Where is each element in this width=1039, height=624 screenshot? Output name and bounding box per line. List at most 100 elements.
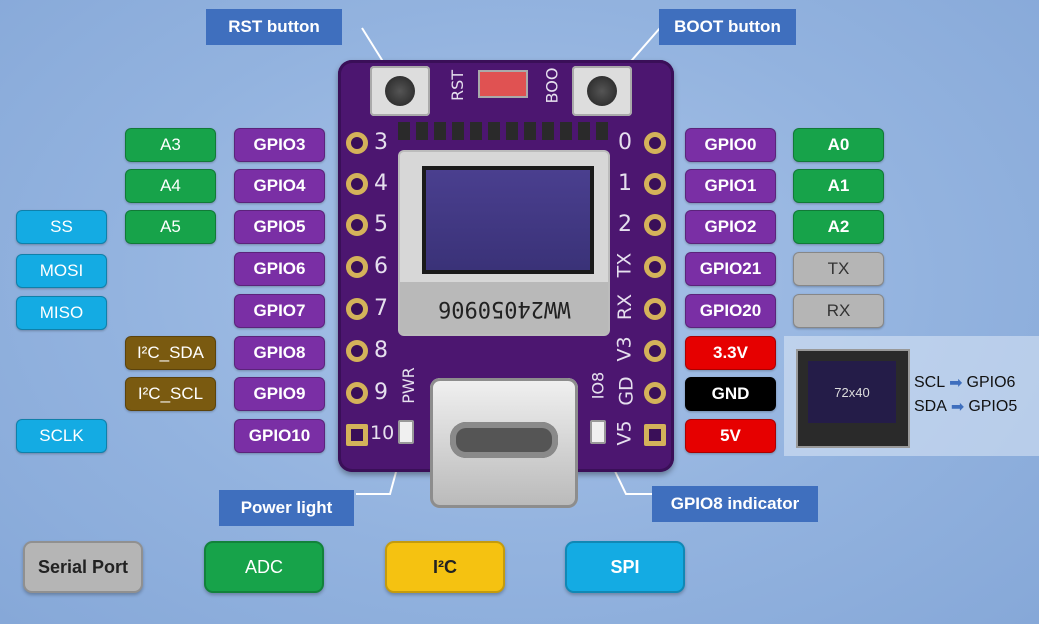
legend-i2c: I²C [385, 541, 505, 593]
rst-button-knob [385, 76, 415, 106]
pin-gpio9: GPIO9 [234, 377, 325, 411]
oled-resolution: 72x40 [834, 384, 870, 400]
pad-right-rx [644, 298, 666, 320]
pin-a4: A4 [125, 169, 216, 203]
header-strip [398, 122, 612, 140]
pad-right-v3 [644, 340, 666, 362]
pin-tx: TX [793, 252, 884, 286]
pin-gpio3: GPIO3 [234, 128, 325, 162]
pin-5v: 5V [685, 419, 776, 453]
pin-gpio1: GPIO1 [685, 169, 776, 203]
pad-right-0 [644, 132, 666, 154]
silk-num-3: 3 [374, 130, 388, 155]
pad-left-6 [346, 256, 368, 278]
pin-a1: A1 [793, 169, 884, 203]
pad-right-1 [644, 173, 666, 195]
oled-flex-cable: WW24050906 [400, 282, 608, 334]
silk-num-2: 2 [618, 212, 632, 237]
silk-num-4: 4 [374, 171, 388, 196]
pad-right-gd [644, 382, 666, 404]
boot-button-knob [587, 76, 617, 106]
silk-tx: TX [613, 252, 636, 278]
silk-num-5: 5 [374, 212, 388, 237]
pin-gpio10: GPIO10 [234, 419, 325, 453]
pin-gpio8: GPIO8 [234, 336, 325, 370]
pin-gpio2: GPIO2 [685, 210, 776, 244]
pad-right-tx [644, 256, 666, 278]
pin-gpio4: GPIO4 [234, 169, 325, 203]
silk-num-9: 9 [374, 380, 388, 405]
pin-rx: RX [793, 294, 884, 328]
pad-left-9 [346, 382, 368, 404]
pwr-silk-label: PWR [398, 367, 418, 404]
pin-gpio7: GPIO7 [234, 294, 325, 328]
sda-label: SDA [914, 398, 947, 415]
silk-v3: V3 [613, 336, 636, 362]
rst-button-callout: RST button [206, 9, 342, 45]
silk-num-1: 1 [618, 171, 632, 196]
pad-left-7 [346, 298, 368, 320]
rst-silk-label: RST [448, 69, 468, 102]
pad-right-v5 [644, 424, 666, 446]
pin-gnd: GND [685, 377, 776, 411]
pin-sclk: SCLK [16, 419, 107, 453]
legend-spi: SPI [565, 541, 685, 593]
pin-gpio20: GPIO20 [685, 294, 776, 328]
power-led [398, 420, 414, 444]
pin-a5: A5 [125, 210, 216, 244]
silk-num-6: 6 [374, 254, 388, 279]
pad-left-5 [346, 214, 368, 236]
oled-info-panel: 72x40 SCL ➡ GPIO6 SDA ➡ GPIO5 [784, 336, 1039, 456]
pin-miso: MISO [16, 296, 107, 330]
pin-i2c-scl: I²C_SCL [125, 377, 216, 411]
pad-left-3 [346, 132, 368, 154]
usb-c-connector [430, 378, 578, 508]
pin-gpio21: GPIO21 [685, 252, 776, 286]
pin-a3: A3 [125, 128, 216, 162]
legend-adc: ADC [204, 541, 324, 593]
silk-v5: V5 [613, 420, 636, 446]
oled-photo-screen: 72x40 [808, 361, 896, 423]
usb-c-slot [450, 422, 558, 458]
pin-gpio0: GPIO0 [685, 128, 776, 162]
gpio8-indicator-callout: GPIO8 indicator [652, 486, 818, 522]
pin-mosi: MOSI [16, 254, 107, 288]
boo-silk-label: BOO [542, 67, 562, 104]
pin-a0: A0 [793, 128, 884, 162]
pin-ss: SS [16, 210, 107, 244]
boot-button[interactable] [572, 66, 632, 116]
flex-code-label: WW24050906 [437, 295, 571, 321]
right-arrow-icon: ➡ [949, 375, 963, 392]
right-arrow-icon: ➡ [950, 399, 965, 416]
red-switch [478, 70, 528, 98]
oled-photo: 72x40 [796, 349, 910, 448]
boot-button-callout: BOOT button [659, 9, 796, 45]
silk-num-0: 0 [618, 130, 632, 155]
rst-button[interactable] [370, 66, 430, 116]
sda-mapping: SDA ➡ GPIO5 [914, 397, 1017, 417]
silk-num-10: 10 [370, 422, 395, 444]
pin-gpio6: GPIO6 [234, 252, 325, 286]
pin-i2c-sda: I²C_SDA [125, 336, 216, 370]
esp32-c3-board: RST BOO WW24050906 3 4 5 6 7 8 9 10 0 1 … [338, 60, 674, 508]
oled-module: WW24050906 [400, 152, 608, 334]
scl-mapping: SCL ➡ GPIO6 [914, 373, 1015, 393]
silk-num-7: 7 [374, 296, 388, 321]
pin-gpio5: GPIO5 [234, 210, 325, 244]
pin-a2: A2 [793, 210, 884, 244]
scl-label: SCL [914, 374, 946, 391]
oled-screen [422, 166, 594, 274]
silk-num-8: 8 [374, 338, 388, 363]
pad-right-2 [644, 214, 666, 236]
pad-left-8 [346, 340, 368, 362]
io8-silk-label: IO8 [588, 371, 608, 400]
legend-serial-port: Serial Port [23, 541, 143, 593]
pad-left-4 [346, 173, 368, 195]
sda-pin: GPIO5 [968, 398, 1018, 415]
gpio8-led [590, 420, 606, 444]
power-light-callout: Power light [219, 490, 354, 526]
silk-gd: GD [615, 376, 638, 406]
silk-rx: RX [614, 293, 637, 321]
scl-pin: GPIO6 [966, 374, 1016, 391]
pad-left-10 [346, 424, 368, 446]
